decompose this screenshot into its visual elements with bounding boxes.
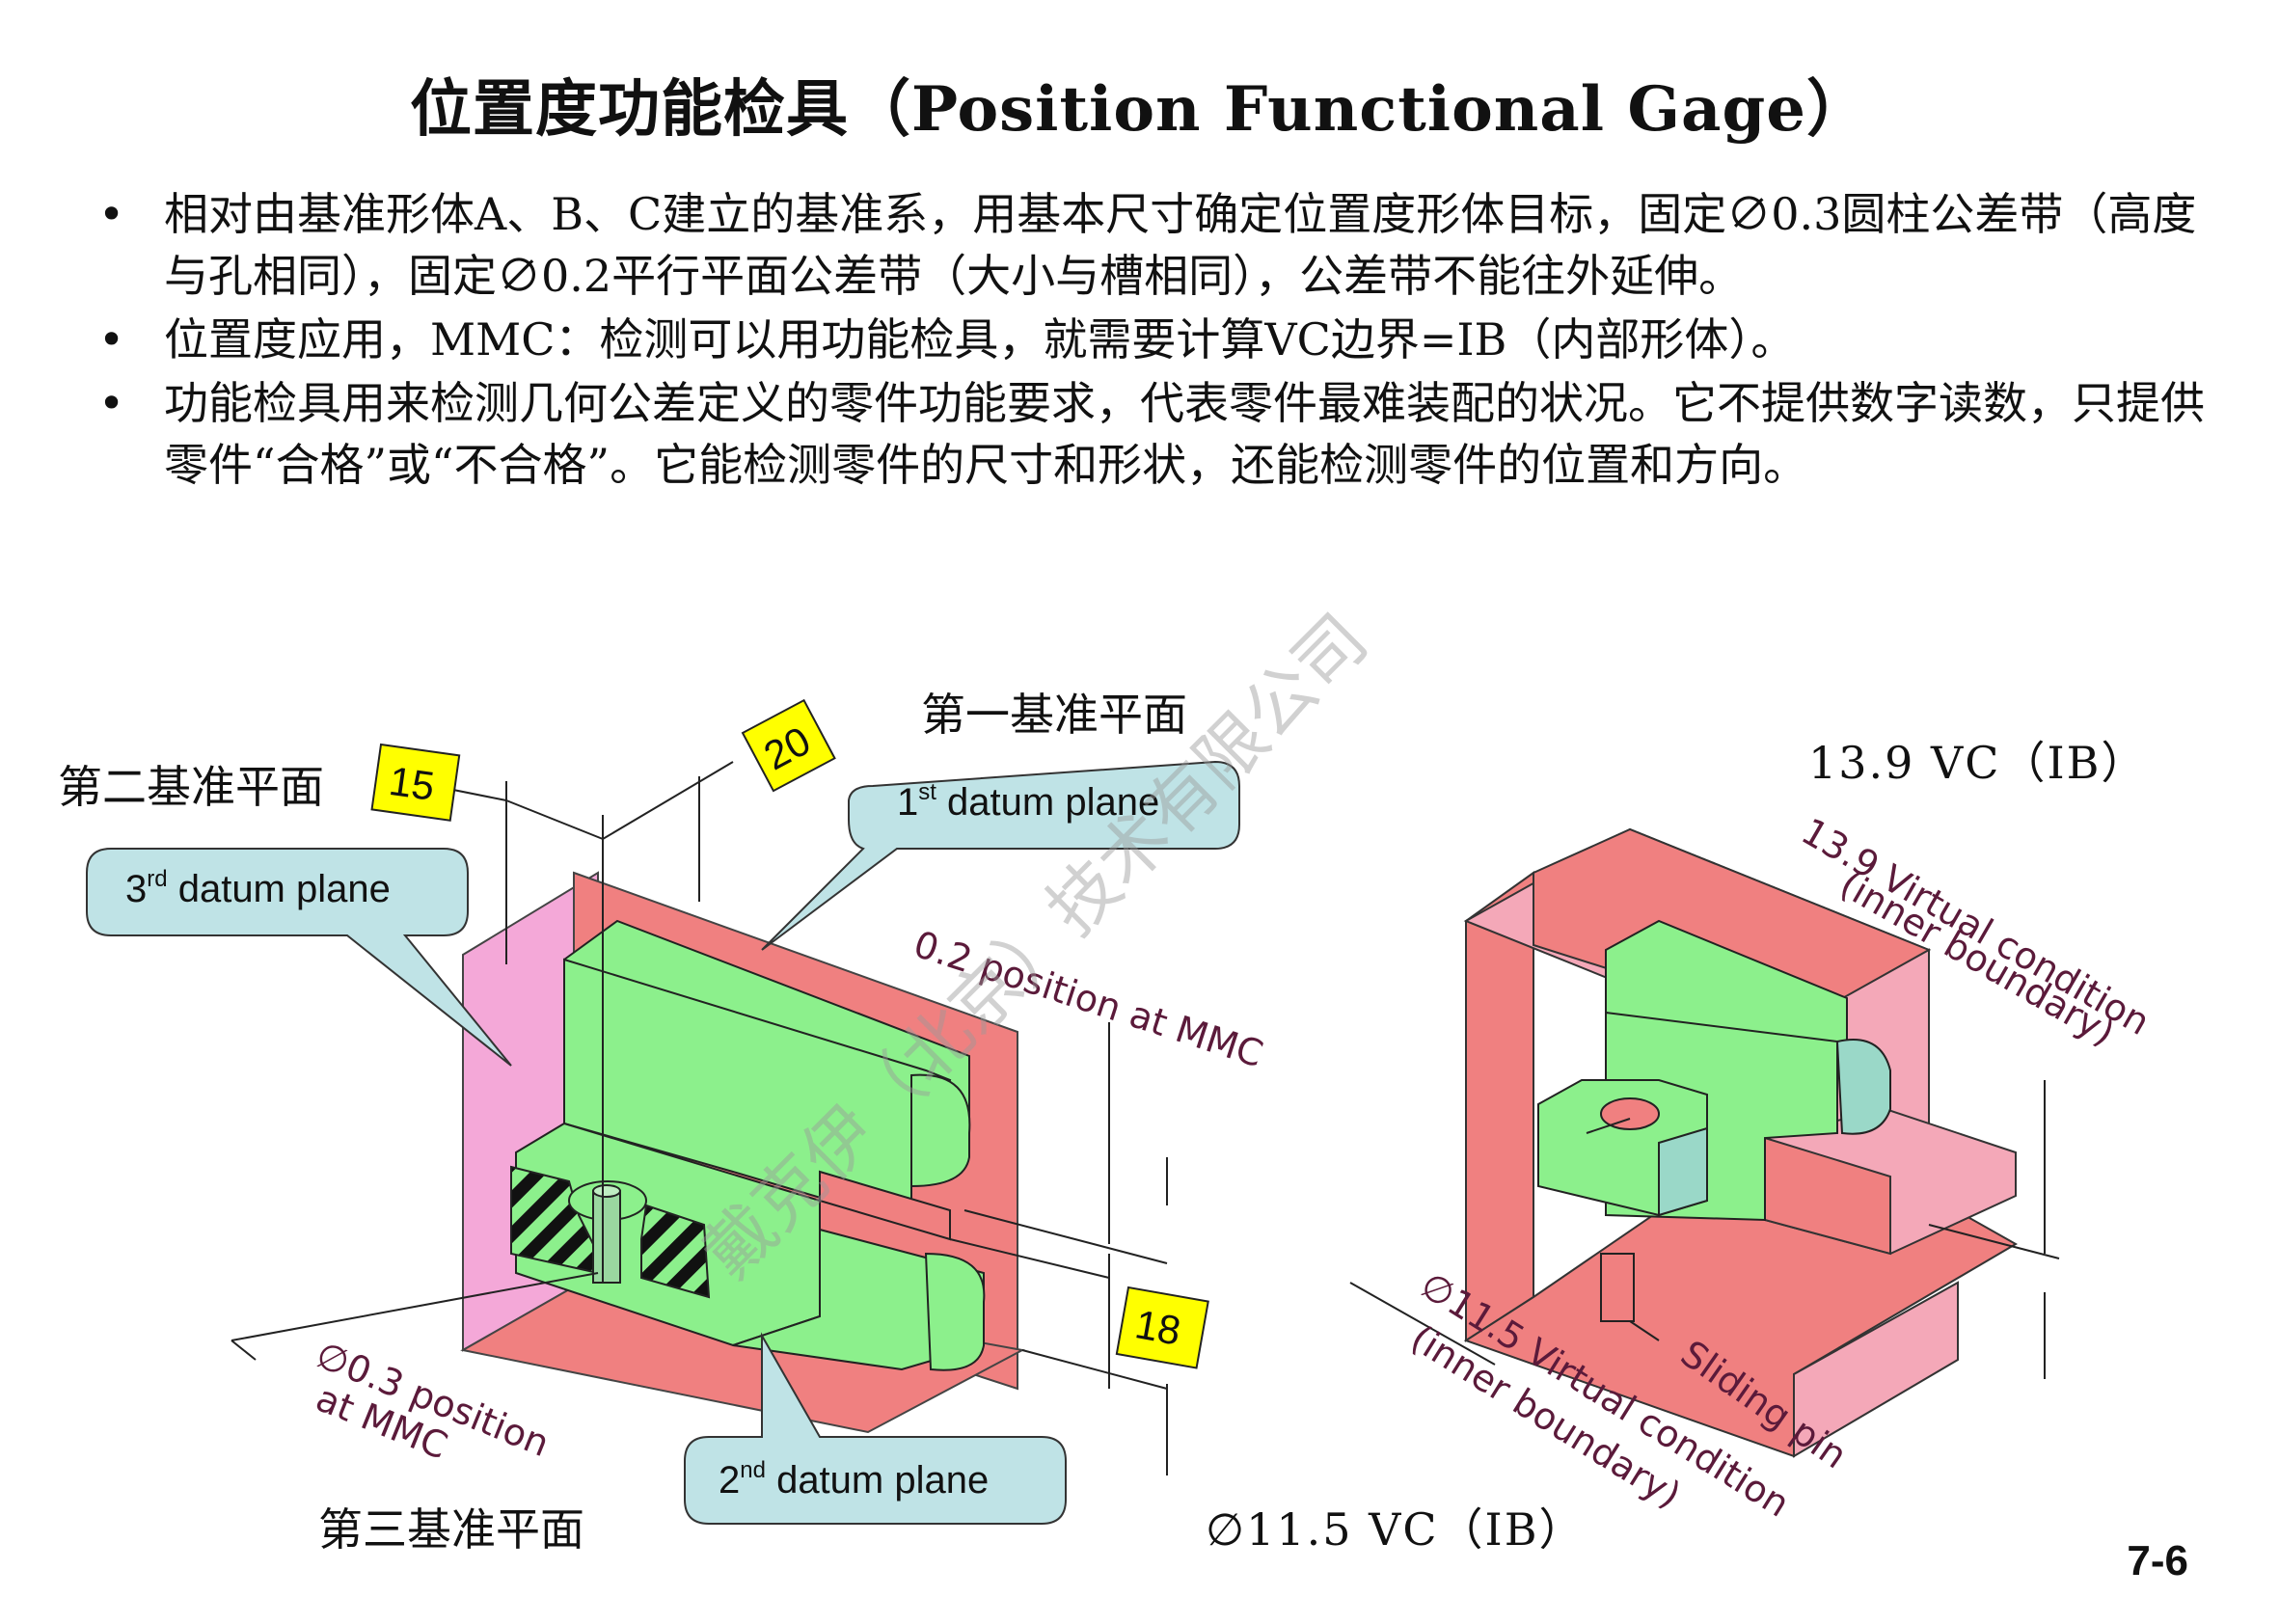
callout-first-text: 1st datum plane bbox=[897, 779, 1159, 824]
callout-second-datum: 2nd datum plane bbox=[684, 1332, 1067, 1525]
callout-first-datum: 1st datum plane bbox=[761, 760, 1240, 951]
pin-cylinder bbox=[592, 1190, 621, 1284]
right-gage-drawing bbox=[1349, 827, 2060, 1458]
gage-part-round bbox=[1835, 1039, 1891, 1135]
part-round-top bbox=[910, 1073, 971, 1188]
dim-box-20: 20 bbox=[741, 698, 836, 793]
callout-third-datum: 3rd datum plane bbox=[86, 848, 512, 1067]
svg-text:15: 15 bbox=[387, 758, 438, 809]
bullet-text-3: 功能检具用来检测几何公差定义的零件功能要求，代表零件最难装配的状况。它不提供数字… bbox=[164, 377, 2205, 491]
page-number: 7-6 bbox=[2127, 1537, 2188, 1584]
label-vc-top: 13.9 VC（IB） bbox=[1808, 737, 2148, 789]
bullet-item-3: • 功能检具用来检测几何公差定义的零件功能要求，代表零件最难装配的状况。它不提供… bbox=[96, 372, 2218, 496]
bullet-dot: • bbox=[98, 377, 125, 429]
bullet-dot: • bbox=[98, 313, 125, 365]
part-lower-round bbox=[924, 1252, 986, 1371]
bullet-list: • 相对由基准形体A、B、C建立的基准系，用基本尺寸确定位置度形体目标，固定∅0… bbox=[96, 183, 2218, 498]
bullet-item-1: • 相对由基准形体A、B、C建立的基准系，用基本尺寸确定位置度形体目标，固定∅0… bbox=[96, 183, 2218, 307]
svg-text:18: 18 bbox=[1132, 1301, 1184, 1353]
page-title: 位置度功能检具（Position Functional Gage） bbox=[410, 73, 1869, 146]
bullet-item-2: • 位置度应用，MMC：检测可以用功能检具，就需要计算VC边界=IB（内部形体）… bbox=[96, 309, 2218, 370]
label-third-plane-cn: 第三基准平面 bbox=[318, 1503, 584, 1556]
bullet-dot: • bbox=[98, 188, 125, 240]
part-lower-right bbox=[732, 1228, 985, 1371]
sliding-pin-shape bbox=[1600, 1253, 1635, 1322]
pin-top bbox=[592, 1184, 621, 1198]
hatched-section-right bbox=[640, 1204, 711, 1299]
callout-third-text: 3rd datum plane bbox=[125, 866, 391, 910]
bullet-text-1: 相对由基准形体A、B、C建立的基准系，用基本尺寸确定位置度形体目标，固定∅0.3… bbox=[164, 188, 2197, 302]
gage-part-boss-side bbox=[1658, 1126, 1708, 1217]
label-second-plane-cn: 第二基准平面 bbox=[58, 761, 324, 813]
left-part-drawing bbox=[231, 761, 1168, 1475]
dim-box-18: 18 bbox=[1115, 1286, 1209, 1369]
label-first-plane-cn: 第一基准平面 bbox=[921, 689, 1187, 741]
label-vc-bottom: ∅11.5 VC（IB） bbox=[1206, 1503, 1586, 1556]
gage-hole bbox=[1600, 1097, 1660, 1130]
callout-second-text: 2nd datum plane bbox=[719, 1457, 989, 1502]
gage-base-right-face bbox=[1793, 1281, 1959, 1458]
dim-box-15: 15 bbox=[370, 743, 461, 822]
bullet-text-2: 位置度应用，MMC：检测可以用功能检具，就需要计算VC边界=IB（内部形体）。 bbox=[164, 313, 1796, 365]
